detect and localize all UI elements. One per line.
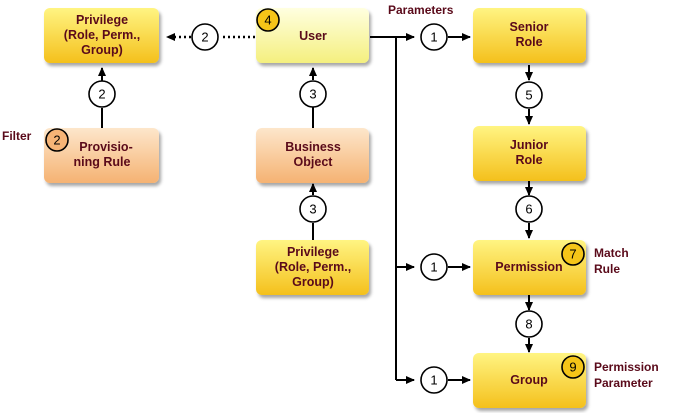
step-number: 5 — [525, 88, 532, 103]
filter-badge: 2 — [45, 128, 69, 152]
parameters-label: Parameters — [388, 3, 454, 17]
step-circle: 8 — [515, 310, 543, 338]
box-line: Senior — [510, 20, 549, 34]
step-number: 4 — [264, 13, 271, 28]
connector — [370, 36, 397, 380]
senior-role-box: Senior Role — [473, 8, 586, 63]
step-number: 8 — [525, 317, 532, 332]
permission-parameter-label: Parameter — [594, 376, 653, 390]
box-line: Object — [294, 155, 334, 169]
business-object-box: Business Object — [256, 128, 369, 183]
box-line: Group) — [292, 275, 334, 289]
box-line: (Role, Perm., — [275, 260, 351, 274]
user-box: User — [256, 8, 369, 63]
step-circle: 3 — [299, 195, 327, 223]
step-number: 2 — [98, 87, 105, 102]
step-circle: 6 — [515, 195, 543, 223]
box-line: Group — [510, 373, 548, 387]
box-line: Role — [515, 153, 542, 167]
step-number: 9 — [569, 360, 576, 375]
group-badge: 9 — [561, 355, 585, 379]
step-number: 1 — [430, 373, 437, 388]
step-circle: 5 — [515, 81, 543, 109]
box-line: Junior — [510, 138, 548, 152]
step-number: 7 — [569, 247, 576, 262]
box-line: ning Rule — [74, 155, 131, 169]
box-line: Privilege — [287, 245, 339, 259]
group-box: Group — [473, 353, 586, 408]
privilege-top-box: Privilege (Role, Perm., Group) — [44, 8, 159, 63]
match-rule-label: Match — [594, 246, 629, 260]
step-number: 3 — [309, 202, 316, 217]
box-line: Group) — [81, 43, 123, 57]
step-circle: 1 — [420, 23, 448, 51]
junior-role-box: Junior Role — [473, 126, 586, 181]
step-number: 2 — [53, 133, 60, 148]
box-line: Permission — [495, 260, 562, 274]
box-line: Provisio- — [79, 140, 133, 154]
permission-badge: 7 — [561, 242, 585, 266]
step-circle: 3 — [299, 80, 327, 108]
step-circle: 2 — [88, 80, 116, 108]
box-line: User — [299, 29, 327, 43]
step-number: 1 — [430, 260, 437, 275]
box-line: (Role, Perm., — [64, 28, 140, 42]
provisioning-rule-box: Provisio- ning Rule — [44, 128, 159, 183]
privilege-bottom-box: Privilege (Role, Perm., Group) — [256, 240, 369, 295]
permission-box: Permission — [473, 240, 586, 295]
permission-parameter-label: Permission — [594, 360, 659, 374]
step-number: 6 — [525, 202, 532, 217]
box-line: Role — [515, 35, 542, 49]
user-badge: 4 — [256, 8, 280, 32]
box-line: Privilege — [76, 13, 128, 27]
step-circle: 2 — [191, 23, 219, 51]
box-line: Business — [285, 140, 341, 154]
step-number: 3 — [309, 87, 316, 102]
match-rule-label: Rule — [594, 262, 620, 276]
filter-label: Filter — [2, 129, 32, 143]
step-circle: 1 — [420, 366, 448, 394]
step-number: 2 — [201, 30, 208, 45]
step-circle: 1 — [420, 253, 448, 281]
step-number: 1 — [430, 30, 437, 45]
